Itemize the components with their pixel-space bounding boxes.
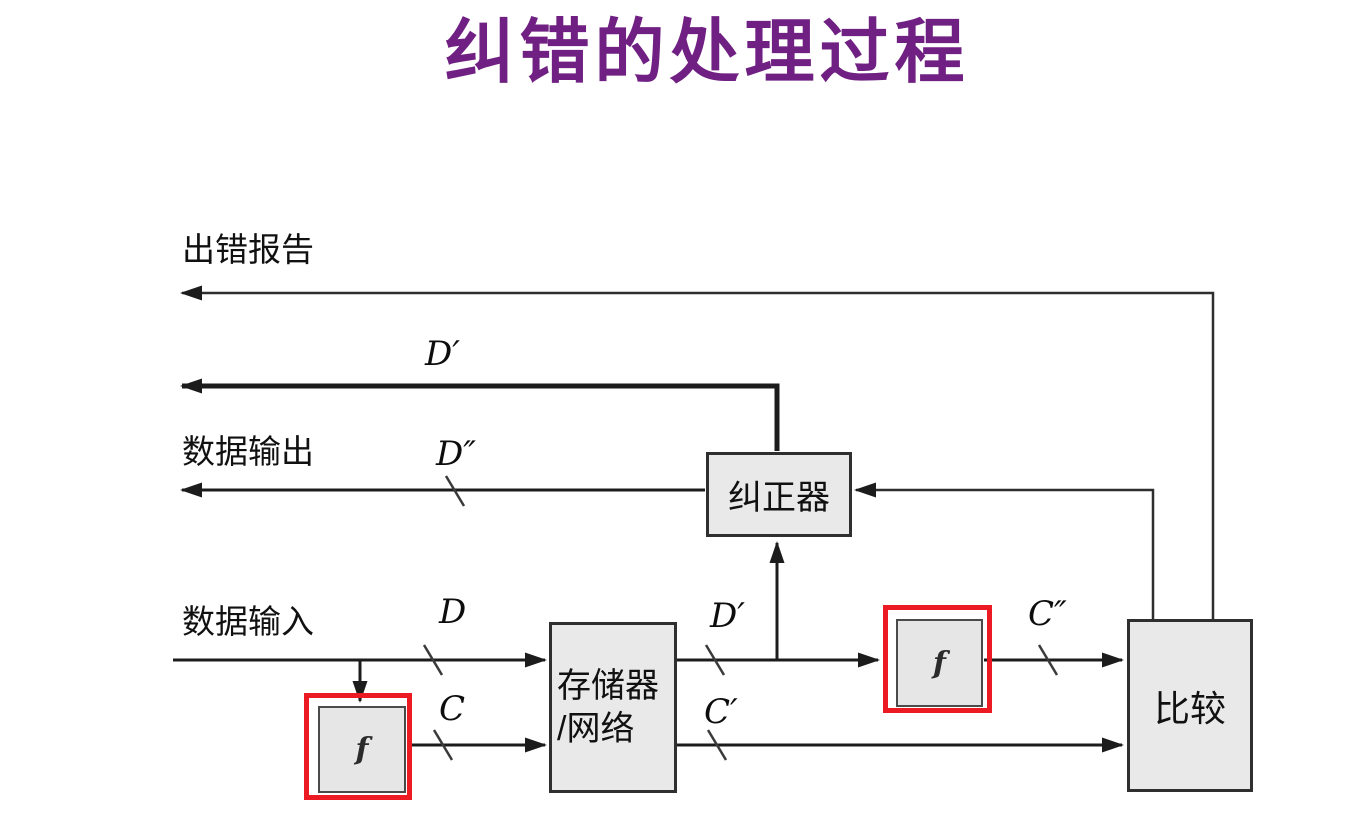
memory-network-box-label: 存储器 /网络 [557, 665, 659, 751]
memory-network-box: 存储器 /网络 [549, 622, 677, 793]
bus-slash-d [422, 644, 444, 676]
encoder-right-label: f [933, 645, 946, 681]
page-title: 纠错的处理过程 [444, 13, 970, 91]
bus-width-slashes [422, 475, 1059, 761]
encoder-left-label: f [355, 732, 369, 767]
bus-label-c-double-prime: C″ [1028, 594, 1067, 634]
memory-network-label-line1: 存储器 [557, 666, 659, 705]
wire-compare-to-corrector-arrow [854, 482, 1155, 619]
bus-label-d: D [439, 592, 467, 632]
bus-label-c-prime: C′ [704, 692, 738, 732]
bus-label-d-prime-mid: D′ [710, 596, 745, 636]
encoder-left-box: f [318, 706, 406, 793]
bus-slash-c [432, 729, 454, 761]
data-input-label: 数据输入 [182, 603, 314, 640]
bus-slash-c-double-prime [1037, 644, 1059, 676]
bus-slash-d-double-prime [444, 475, 466, 507]
compare-box-label: 比较 [1153, 687, 1226, 729]
encoder-right-red-frame [883, 605, 992, 713]
wire-d-prime-feedback-arrow [180, 378, 780, 451]
bus-label-d-double-prime: D″ [436, 434, 476, 474]
bus-slash-d-prime [704, 644, 726, 676]
error-report-label: 出错报告 [182, 231, 314, 268]
memory-network-label-line2: /网络 [557, 709, 635, 748]
data-output-label: 数据输出 [182, 433, 314, 470]
encoder-left-red-frame [304, 693, 412, 800]
wire-error-report-arrow [180, 285, 1215, 619]
corrector-box: 纠正器 [706, 452, 852, 537]
bus-slash-c-prime [706, 729, 728, 761]
compare-box: 比较 [1127, 619, 1253, 792]
bus-label-d-prime-top: D′ [425, 334, 460, 374]
corrector-box-label: 纠正器 [728, 479, 830, 517]
bus-label-c: C [439, 689, 466, 729]
encoder-right-box: f [896, 619, 983, 707]
